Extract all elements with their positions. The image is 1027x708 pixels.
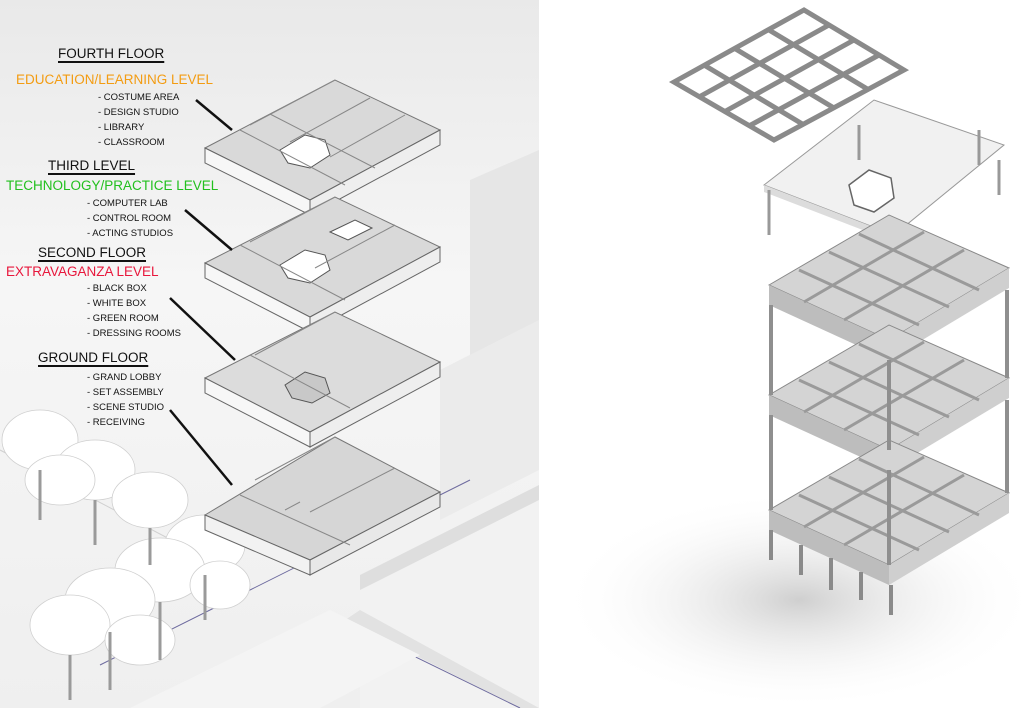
exploded-structure-drawing — [559, 7, 1027, 708]
second-floor-heading: SECOND FLOOR — [38, 245, 147, 260]
fourth-floor-plate — [762, 99, 1006, 242]
floor-slab-ground — [203, 436, 442, 576]
exploded-plan-drawing — [0, 79, 539, 708]
second-floor-room-list: - BLACK BOX - WHITE BOX - GREEN ROOM - D… — [87, 281, 181, 341]
room-item: - GREEN ROOM — [87, 313, 159, 324]
room-item: - RECEIVING — [87, 417, 146, 428]
room-item: - LIBRARY — [98, 122, 145, 133]
trees — [1, 409, 251, 700]
fourth-floor-room-list: - COSTUME AREA - DESIGN STUDIO - LIBRARY… — [98, 90, 179, 150]
exploded-structure-panel — [539, 0, 1027, 708]
columns — [769, 290, 1009, 565]
third-floor-level-name: TECHNOLOGY/PRACTICE LEVEL — [6, 178, 219, 193]
leader-lines — [169, 99, 236, 486]
third-floor-room-list: - COMPUTER LAB - CONTROL ROOM - ACTING S… — [87, 196, 173, 241]
room-item: - COSTUME AREA — [98, 92, 180, 103]
second-floor-level-name: EXTRAVAGANZA LEVEL — [6, 264, 159, 279]
fourth-floor-heading: FOURTH FLOOR — [58, 46, 165, 61]
fourth-floor-level-name: EDUCATION/LEARNING LEVEL — [16, 72, 214, 87]
roof-beam-grid — [668, 7, 910, 143]
room-item: - BLACK BOX — [87, 283, 147, 294]
room-item: - ACTING STUDIOS — [87, 228, 174, 239]
floor-slab-second — [203, 311, 442, 448]
room-item: - SCENE STUDIO — [87, 402, 165, 413]
site-context — [0, 150, 539, 708]
floor-labels: FOURTH FLOOR EDUCATION/LEARNING LEVEL - … — [0, 0, 230, 708]
room-item: - CONTROL ROOM — [87, 213, 172, 224]
leader-line-ground — [169, 409, 233, 486]
room-item: - GRAND LOBBY — [87, 372, 162, 383]
room-item: - COMPUTER LAB — [87, 198, 168, 209]
ground-floor-room-list: - GRAND LOBBY - SET ASSEMBLY - SCENE STU… — [87, 370, 164, 430]
structural-frame-floor-3 — [767, 214, 1011, 360]
floor-slab-fourth — [203, 79, 442, 216]
leader-line-second — [169, 297, 236, 361]
ground-floor-heading: GROUND FLOOR — [38, 350, 149, 365]
third-floor-heading: THIRD LEVEL — [48, 158, 136, 173]
room-item: - DESIGN STUDIO — [98, 107, 179, 118]
room-item: - WHITE BOX — [87, 298, 147, 309]
leader-line-fourth — [195, 99, 233, 131]
floor-slab-third — [203, 196, 442, 333]
room-item: - CLASSROOM — [98, 137, 165, 148]
room-item: - SET ASSEMBLY — [87, 387, 164, 398]
exploded-floor-plan-panel: FOURTH FLOOR EDUCATION/LEARNING LEVEL - … — [0, 0, 539, 708]
room-item: - DRESSING ROOMS — [87, 328, 181, 339]
leader-line-third — [184, 209, 233, 251]
